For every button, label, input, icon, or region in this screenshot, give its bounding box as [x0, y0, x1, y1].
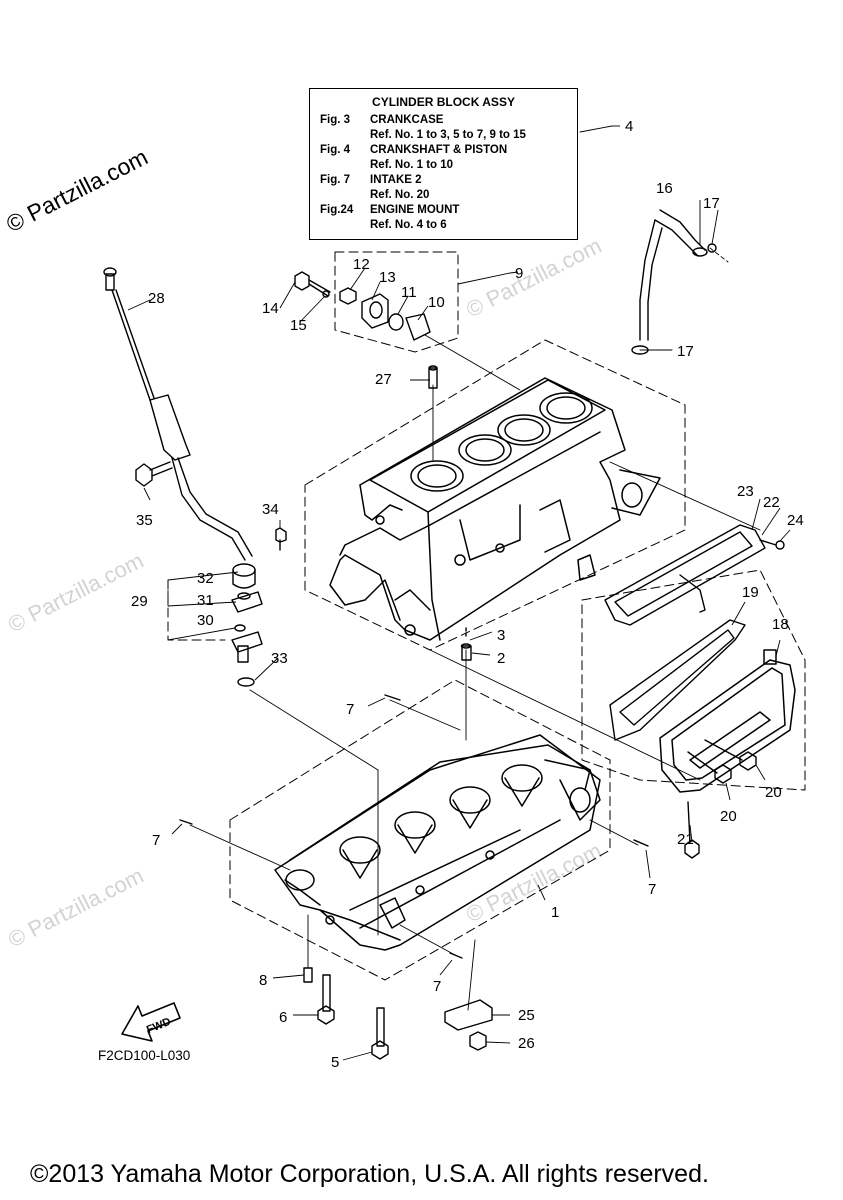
dowels-7 [179, 694, 649, 959]
callout: 16 [656, 180, 673, 197]
callout: 18 [772, 616, 789, 633]
callout: 19 [742, 584, 759, 601]
callout: 7 [152, 832, 160, 849]
fig-ref: Ref. No. 1 to 3, 5 to 7, 9 to 15 [370, 129, 526, 141]
fig-name: CRANKCASE [370, 114, 444, 126]
callout: 25 [518, 1007, 535, 1024]
fig-number: Fig. 3 [320, 114, 351, 126]
fwd-label: FWD [145, 1016, 173, 1037]
callout: 24 [787, 512, 804, 529]
callout: 20 [720, 808, 737, 825]
callout: 34 [262, 501, 279, 518]
callout: 6 [279, 1009, 287, 1026]
fig-name: ENGINE MOUNT [370, 204, 460, 216]
callout: 8 [259, 972, 267, 989]
dowel-2 [460, 627, 472, 661]
diagram-code: F2CD100-L030 [98, 1048, 191, 1063]
callout: 20 [765, 784, 782, 801]
callout: 17 [677, 343, 694, 360]
callout: 2 [497, 650, 505, 667]
fwd-arrow-icon [121, 1002, 181, 1042]
bolts-20-21 [684, 739, 757, 859]
callout: 15 [290, 317, 307, 334]
callout: 13 [379, 269, 396, 286]
callout: 23 [737, 483, 754, 500]
fig-ref: Ref. No. 4 to 6 [370, 219, 447, 231]
gasket-19 [609, 619, 746, 741]
callout: 5 [331, 1054, 339, 1071]
callout: 3 [497, 627, 505, 644]
cover-23 [604, 524, 785, 626]
assembly-info-box: CYLINDER BLOCK ASSY Fig. 3 CRANKCASE Ref.… [309, 88, 578, 240]
dowel-27 [428, 365, 438, 389]
fig-number: Fig. 4 [320, 144, 351, 156]
callout: 31 [197, 592, 214, 609]
callout: 10 [428, 294, 445, 311]
dipstick [103, 267, 253, 561]
callout: 7 [346, 701, 354, 718]
block-group-boundary [304, 339, 686, 651]
callout-labels: 1 2 3 4 5 6 7 7 7 7 8 9 10 11 12 13 14 1… [131, 118, 804, 1071]
callout: 11 [401, 284, 417, 301]
fig-ref: Ref. No. 1 to 10 [370, 159, 454, 171]
group-9-boundary [334, 251, 459, 353]
callout: 4 [625, 118, 633, 135]
exhaust-cover-18 [659, 649, 796, 793]
callout: 1 [551, 904, 559, 921]
callout: 7 [433, 978, 441, 995]
callout: 12 [353, 256, 370, 273]
callout: 26 [518, 1035, 535, 1052]
callout: 30 [197, 612, 214, 629]
copyright-notice: ©2013 Yamaha Motor Corporation, U.S.A. A… [30, 1160, 709, 1188]
fig-name: INTAKE 2 [370, 174, 422, 186]
fig-number: Fig.24 [320, 204, 354, 216]
callout: 21 [677, 831, 694, 848]
callout: 28 [148, 290, 165, 307]
crankcase [274, 734, 601, 951]
plate-25 [444, 999, 493, 1051]
callout: 27 [375, 371, 392, 388]
callout: 33 [271, 650, 288, 667]
fig-ref: Ref. No. 20 [370, 189, 430, 201]
guide-parts [231, 527, 287, 687]
bolts-5-6-8 [303, 967, 389, 1060]
crankcase-group-boundary [229, 679, 611, 981]
callout: 17 [703, 195, 720, 212]
info-box-title: CYLINDER BLOCK ASSY [372, 95, 515, 109]
callout: 35 [136, 512, 153, 529]
cover-group-boundary [581, 569, 806, 791]
callout: 32 [197, 570, 214, 587]
bolt-35 [135, 461, 173, 487]
callout: 29 [131, 593, 148, 610]
fig-number: Fig. 7 [320, 174, 351, 186]
fig-name: CRANKSHAFT & PISTON [370, 144, 508, 156]
hose-16 [631, 209, 717, 355]
cylinder-block [329, 377, 661, 641]
callout: 7 [648, 881, 656, 898]
fastener-group [294, 271, 431, 341]
callout: 9 [515, 265, 523, 282]
callout: 22 [763, 494, 780, 511]
callout: 14 [262, 300, 279, 317]
